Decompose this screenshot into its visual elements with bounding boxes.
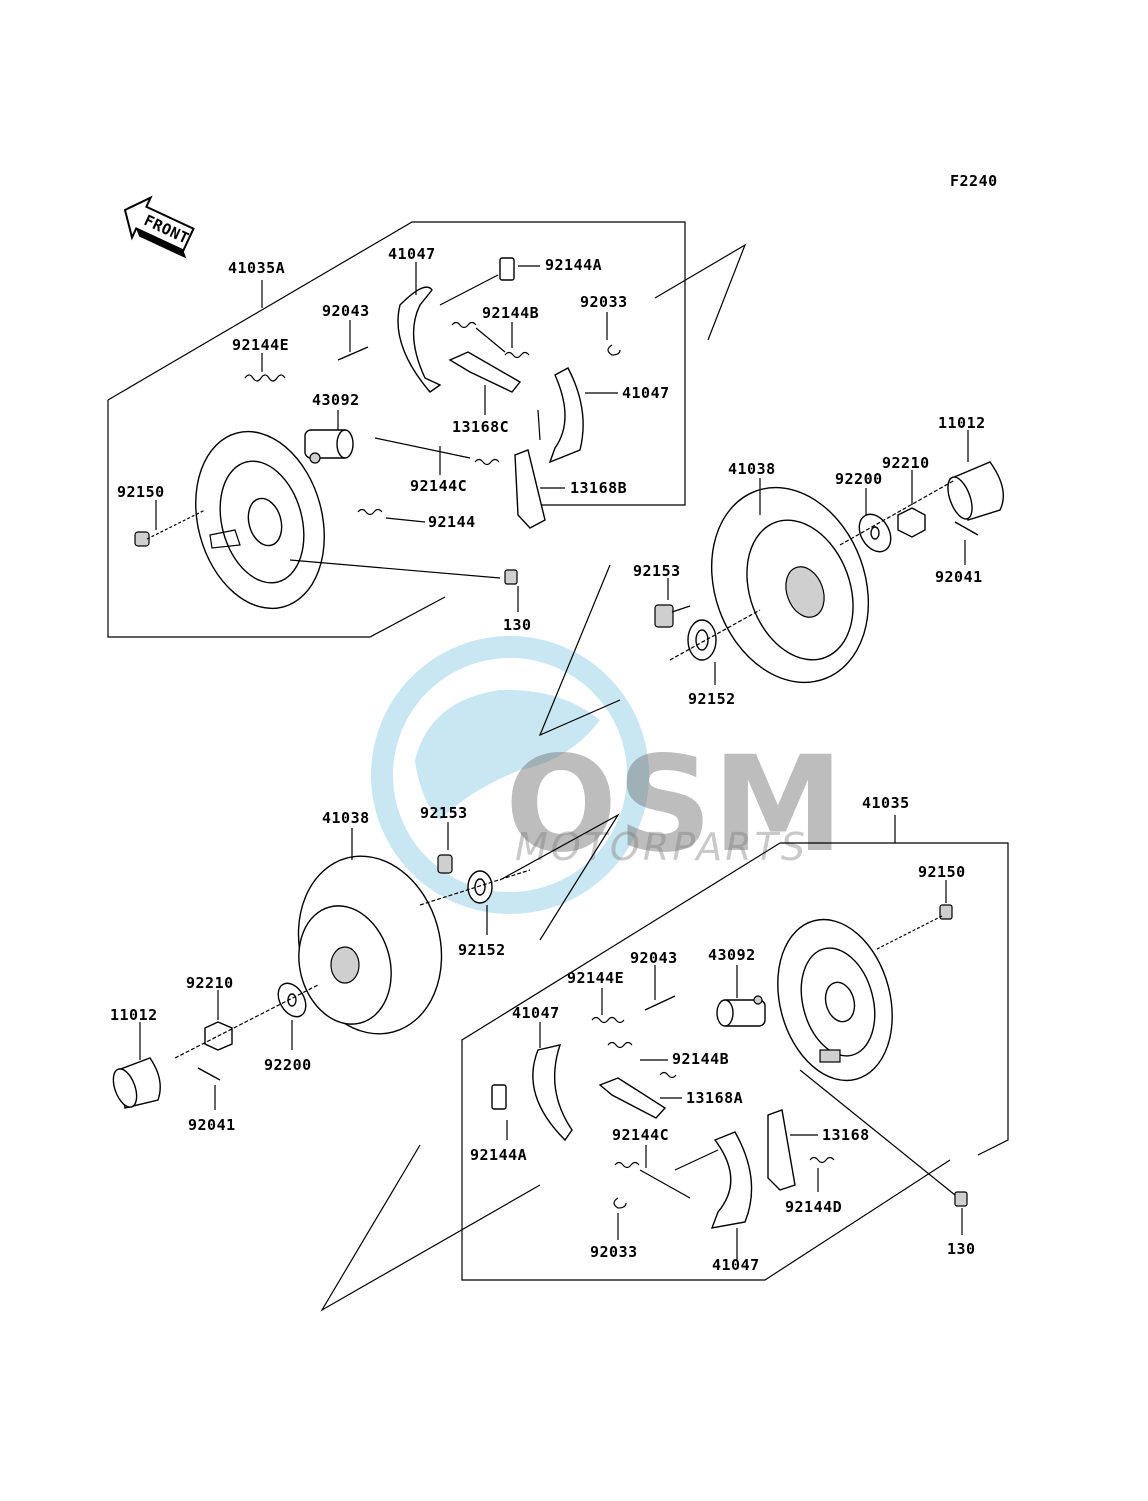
label-92150-upper: 92150 (117, 483, 165, 501)
label-11012-lower: 11012 (110, 1006, 158, 1024)
label-13168c-upper: 13168C (452, 418, 509, 436)
label-41035a: 41035A (228, 259, 285, 277)
label-92144e-lower: 92144E (567, 969, 624, 987)
brake-shoe-lower-left (532, 1044, 573, 1142)
label-130-upper: 130 (503, 616, 532, 634)
label-13168a-lower: 13168A (686, 1089, 743, 1107)
upper-assembly: 41035A 92150 92144E 92043 43092 (107, 221, 747, 638)
diagram-code: F2240 (950, 172, 998, 190)
bolt-92150-upper (134, 509, 206, 547)
label-41047-lower-bottom: 41047 (712, 1256, 760, 1274)
wheel-cylinder-lower (716, 995, 766, 1027)
brake-drum-upper (710, 486, 870, 684)
brake-shoe-lower-bottom (710, 1131, 753, 1229)
label-92210-lower: 92210 (186, 974, 234, 992)
label-92153-lower: 92153 (420, 804, 468, 822)
front-arrow-icon: FRONT (123, 195, 195, 259)
label-41047-lower-left: 41047 (512, 1004, 560, 1022)
label-92043-upper: 92043 (322, 302, 370, 320)
brake-shoe-upper-left (397, 286, 442, 393)
label-92200-upper: 92200 (835, 470, 883, 488)
label-92033-lower: 92033 (590, 1243, 638, 1261)
label-92144b-upper: 92144B (482, 304, 539, 322)
label-92144c-upper: 92144C (410, 477, 467, 495)
label-43092-upper: 43092 (312, 391, 360, 409)
label-92144a-upper: 92144A (545, 256, 602, 274)
label-92210-upper: 92210 (882, 454, 930, 472)
label-92200-lower: 92200 (264, 1056, 312, 1074)
label-92144b-lower: 92144B (672, 1050, 729, 1068)
label-41035-lower: 41035 (862, 794, 910, 812)
label-92152-upper: 92152 (688, 690, 736, 708)
label-41038-upper: 41038 (728, 460, 776, 478)
label-130-lower: 130 (947, 1240, 976, 1258)
label-92041-upper: 92041 (935, 568, 983, 586)
label-92144c-lower: 92144C (612, 1126, 669, 1144)
watermark: OSM MOTORPARTS (371, 636, 844, 914)
label-92043-lower: 92043 (630, 949, 678, 967)
label-92150-lower: 92150 (918, 863, 966, 881)
label-92033-upper: 92033 (580, 293, 628, 311)
label-92144a-lower: 92144A (470, 1146, 527, 1164)
label-92144-upper: 92144 (428, 513, 476, 531)
lower-assembly: 41035 92150 92043 43092 92144E (320, 794, 1009, 1312)
label-92144e-upper: 92144E (232, 336, 289, 354)
lower-drum: 41038 92153 92152 92210 92200 11012 9204… (110, 804, 620, 1134)
backing-plate-lower (777, 918, 893, 1082)
label-41038-lower: 41038 (322, 809, 370, 827)
label-13168-lower: 13168 (822, 1126, 870, 1144)
upper-drum: 41038 92153 92152 92200 92210 11012 9204… (538, 414, 1004, 737)
label-92041-lower: 92041 (188, 1116, 236, 1134)
label-43092-lower: 43092 (708, 946, 756, 964)
label-92153-upper: 92153 (633, 562, 681, 580)
label-41047-upper-right: 41047 (622, 384, 670, 402)
backing-plate-upper (195, 430, 325, 610)
wheel-cylinder-upper (304, 429, 354, 464)
label-41047-upper-top: 41047 (388, 245, 436, 263)
brake-shoe-upper-right (548, 367, 584, 464)
brake-drum-lower (297, 855, 443, 1035)
label-92144d-lower: 92144D (785, 1198, 842, 1216)
label-11012-upper: 11012 (938, 414, 986, 432)
label-92152-lower: 92152 (458, 941, 506, 959)
watermark-sub: MOTORPARTS (515, 825, 808, 869)
label-13168b-upper: 13168B (570, 479, 627, 497)
watermark-brand: OSM (505, 728, 844, 882)
